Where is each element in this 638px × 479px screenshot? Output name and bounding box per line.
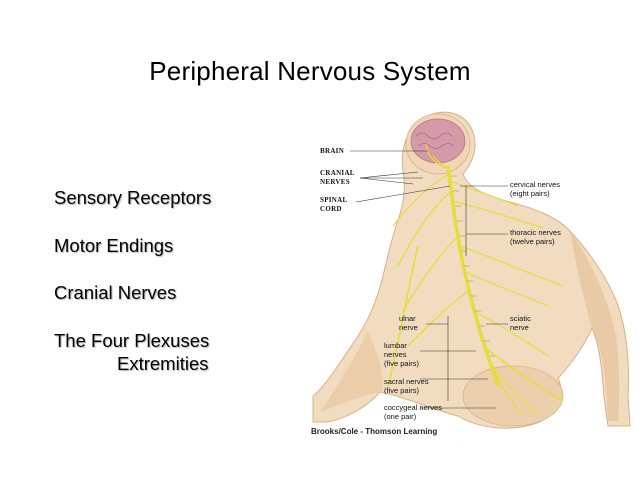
brain [410,118,466,164]
bullet-sensory-receptors: Sensory Receptors [54,187,212,208]
image-credit: Brooks/Cole - Thomson Learning [311,427,438,436]
label-brain: BRAIN [320,147,344,155]
label-coccygeal-1: coccygeal nerves [384,403,442,412]
label-thoracic-1: thoracic nerves [510,228,561,237]
body-silhouette [312,111,631,429]
right-arm-shading [570,231,620,421]
label-cranial-1: CRANIAL [320,169,355,177]
slide-title: Peripheral Nervous System [149,56,471,86]
label-lumbar-3: (five pairs) [384,359,420,368]
label-sacral-2: (five pairs) [384,386,420,395]
label-cervical-2: (eight pairs) [510,189,550,198]
nervous-system-illustration: BRAIN CRANIAL NERVES SPINAL CORD cervica… [308,96,638,446]
vertebrae [451,175,495,357]
label-ulnar-1: ulnar [399,314,416,323]
nerve-branches [387,143,564,417]
bullet-four-plexuses: The Four Plexuses [54,330,210,351]
label-spinal-2: CORD [320,205,342,213]
label-coccygeal-2: (one pair) [384,412,417,421]
bullet-cranial-nerves: Cranial Nerves [54,282,177,303]
brain-folds [415,132,455,149]
label-sciatic-1: sciatic [510,314,531,323]
label-lumbar-2: nerves [384,350,407,359]
label-spinal-1: SPINAL [320,196,348,204]
label-thoracic-2: (twelve pairs) [510,237,555,246]
leader-lines [350,150,508,409]
label-cervical-1: cervical nerves [510,180,560,189]
hip-shape [462,365,564,427]
spinal-cord [446,165,500,387]
label-ulnar-2: nerve [399,323,418,332]
label-sciatic-2: nerve [510,323,529,332]
label-cranial-2: NERVES [320,178,350,186]
bullet-motor-endings: Motor Endings [54,235,174,256]
arm-shading [320,331,383,412]
bullet-extremities: Extremities [117,353,209,374]
label-sacral-1: sacral nerves [384,377,429,386]
label-lumbar-1: lumbar [384,341,407,350]
anatomy-figure: BRAIN CRANIAL NERVES SPINAL CORD cervica… [312,111,631,429]
